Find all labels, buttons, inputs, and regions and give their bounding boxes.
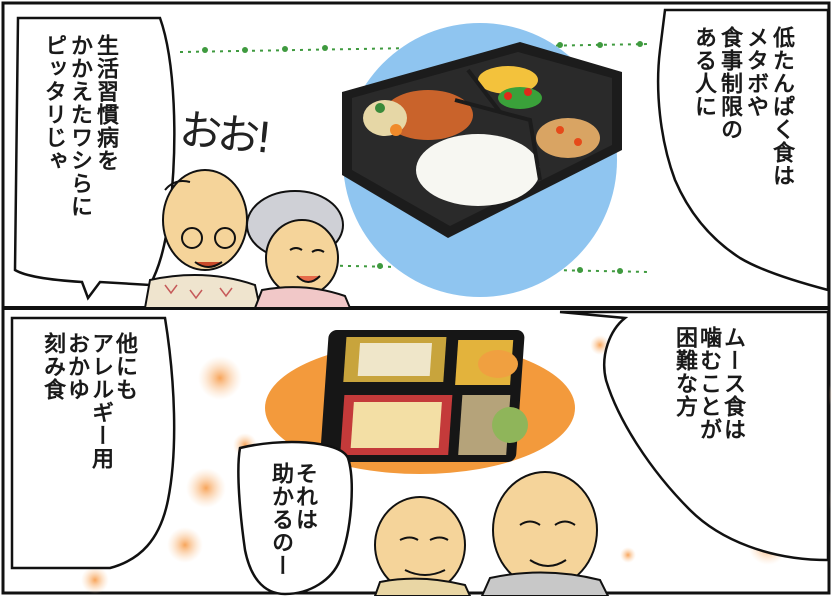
noodle-dish bbox=[536, 118, 600, 158]
exclaim-text: おお! bbox=[177, 104, 271, 163]
panel-1 bbox=[13, 8, 830, 309]
speech-text-left-2: 他にも アレルギー用 おかゆ 刻み食 bbox=[40, 332, 137, 470]
speech-text-right-2: ムース食は 噛むことが 困難な方 bbox=[672, 326, 745, 441]
grandpa-left-character bbox=[373, 496, 472, 597]
old-man-character bbox=[143, 169, 262, 309]
egg-dish bbox=[478, 66, 538, 94]
speech-text-mid-2: それは 助かるのー bbox=[268, 462, 317, 577]
speech-bubble-right bbox=[656, 8, 830, 292]
speech-text-left-1: 生活習慣病を かかえたワシらに ピッタリじゃ bbox=[41, 34, 118, 218]
speech-bubble-left-2 bbox=[10, 316, 176, 570]
speech-bubble-mid-2 bbox=[237, 440, 353, 596]
panel-2 bbox=[10, 310, 832, 597]
rice bbox=[416, 134, 540, 206]
main-dish bbox=[383, 90, 473, 140]
old-woman-character bbox=[246, 190, 352, 309]
vine-decoration bbox=[179, 43, 651, 273]
speech-bubble-right-2 bbox=[559, 310, 830, 562]
bento-box-1 bbox=[342, 42, 622, 238]
bento-box-2 bbox=[320, 330, 528, 462]
grandpa-right-character bbox=[480, 471, 610, 597]
speech-text-right-1: 低たんぱく食は メタボや 食事制限の ある人に bbox=[691, 26, 794, 187]
speech-bubble-left bbox=[13, 16, 176, 301]
